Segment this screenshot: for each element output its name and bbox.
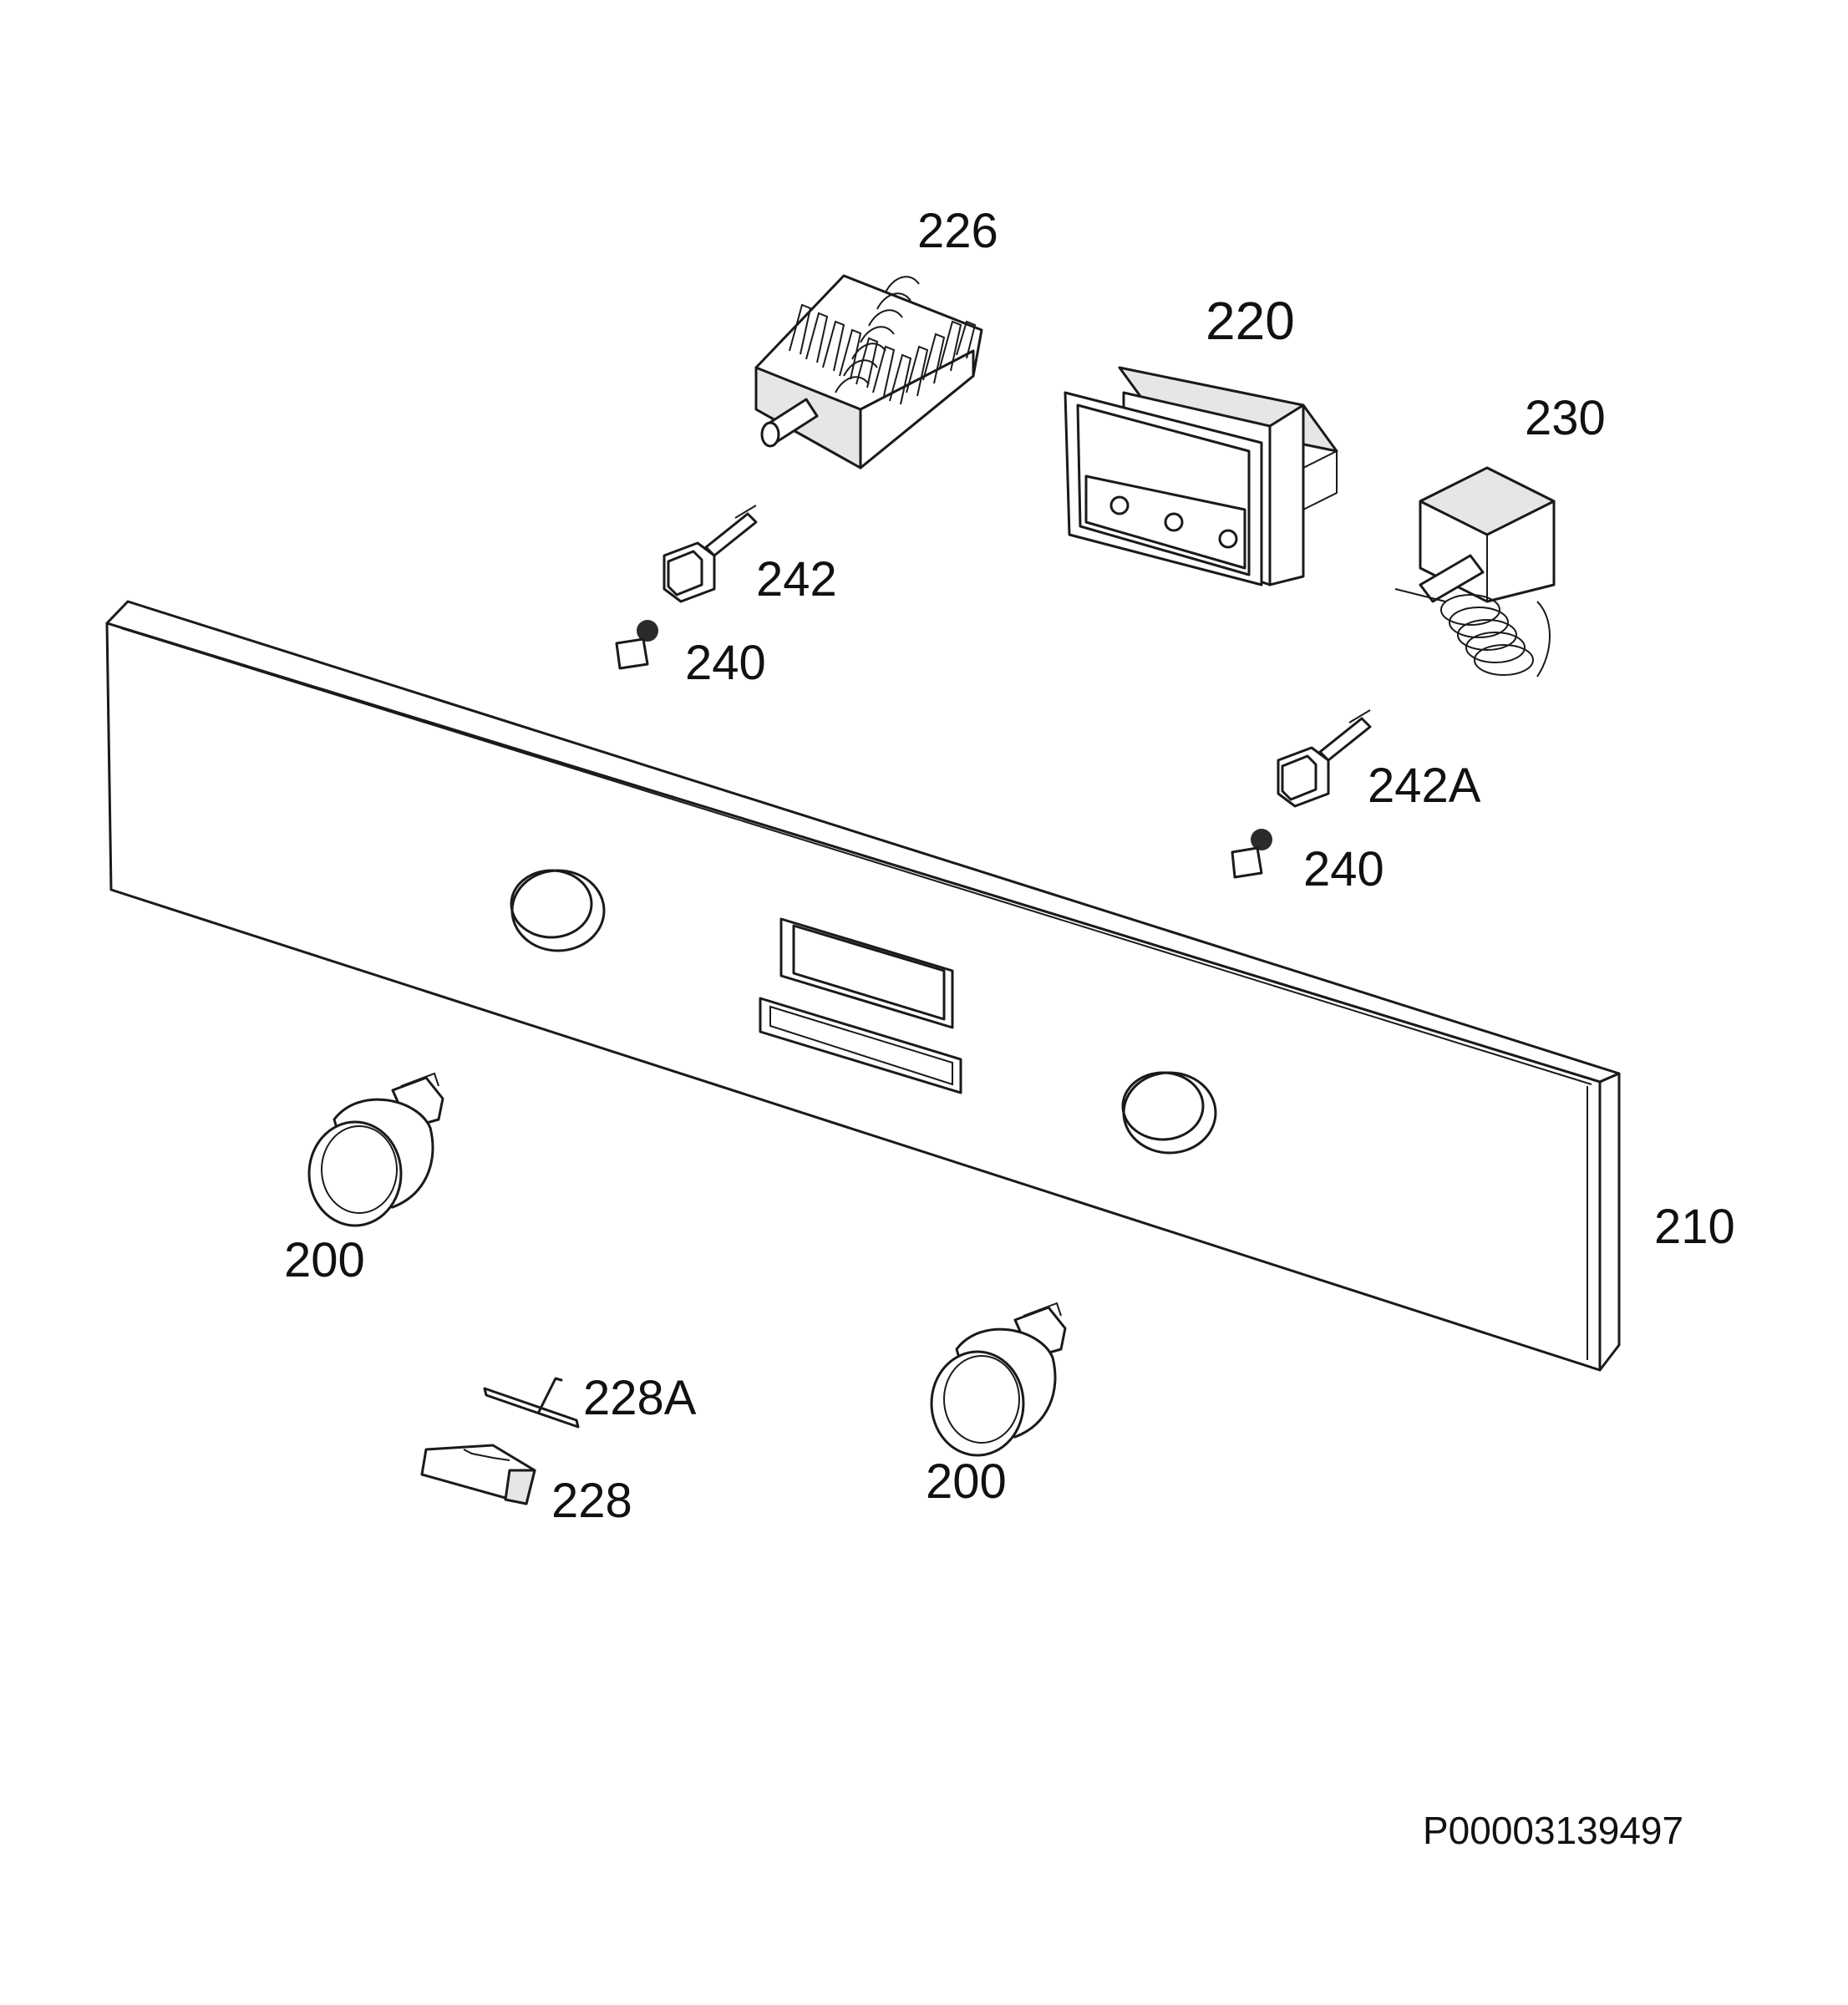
part-200-knob-left — [307, 1072, 444, 1227]
part-242a-lamp-holder — [1277, 709, 1372, 808]
part-240-lens-left — [615, 620, 658, 670]
part-228-button-block — [420, 1444, 536, 1505]
label-230: 230 — [1525, 391, 1606, 445]
label-210: 210 — [1654, 1200, 1735, 1254]
label-228: 228 — [551, 1474, 632, 1528]
label-200-right: 200 — [926, 1454, 1007, 1509]
part-228a-rod — [483, 1377, 580, 1429]
label-226: 226 — [917, 204, 998, 258]
label-228a: 228A — [583, 1371, 697, 1425]
part-210-control-panel — [105, 600, 1621, 1372]
part-242-lamp-holder — [663, 505, 758, 603]
document-id: P00003139497 — [1423, 1809, 1684, 1852]
label-240-left: 240 — [685, 636, 766, 690]
label-240-right: 240 — [1303, 842, 1384, 896]
label-220: 220 — [1206, 291, 1295, 351]
part-230-thermostat — [1394, 466, 1556, 678]
part-226-selector-switch — [754, 274, 983, 470]
label-200-left: 200 — [284, 1233, 365, 1287]
part-200-knob-right — [930, 1302, 1067, 1457]
label-242: 242 — [756, 552, 837, 607]
label-242a: 242A — [1368, 759, 1481, 813]
part-240-lens-right — [1231, 829, 1272, 879]
part-220-display-module — [1064, 366, 1338, 586]
